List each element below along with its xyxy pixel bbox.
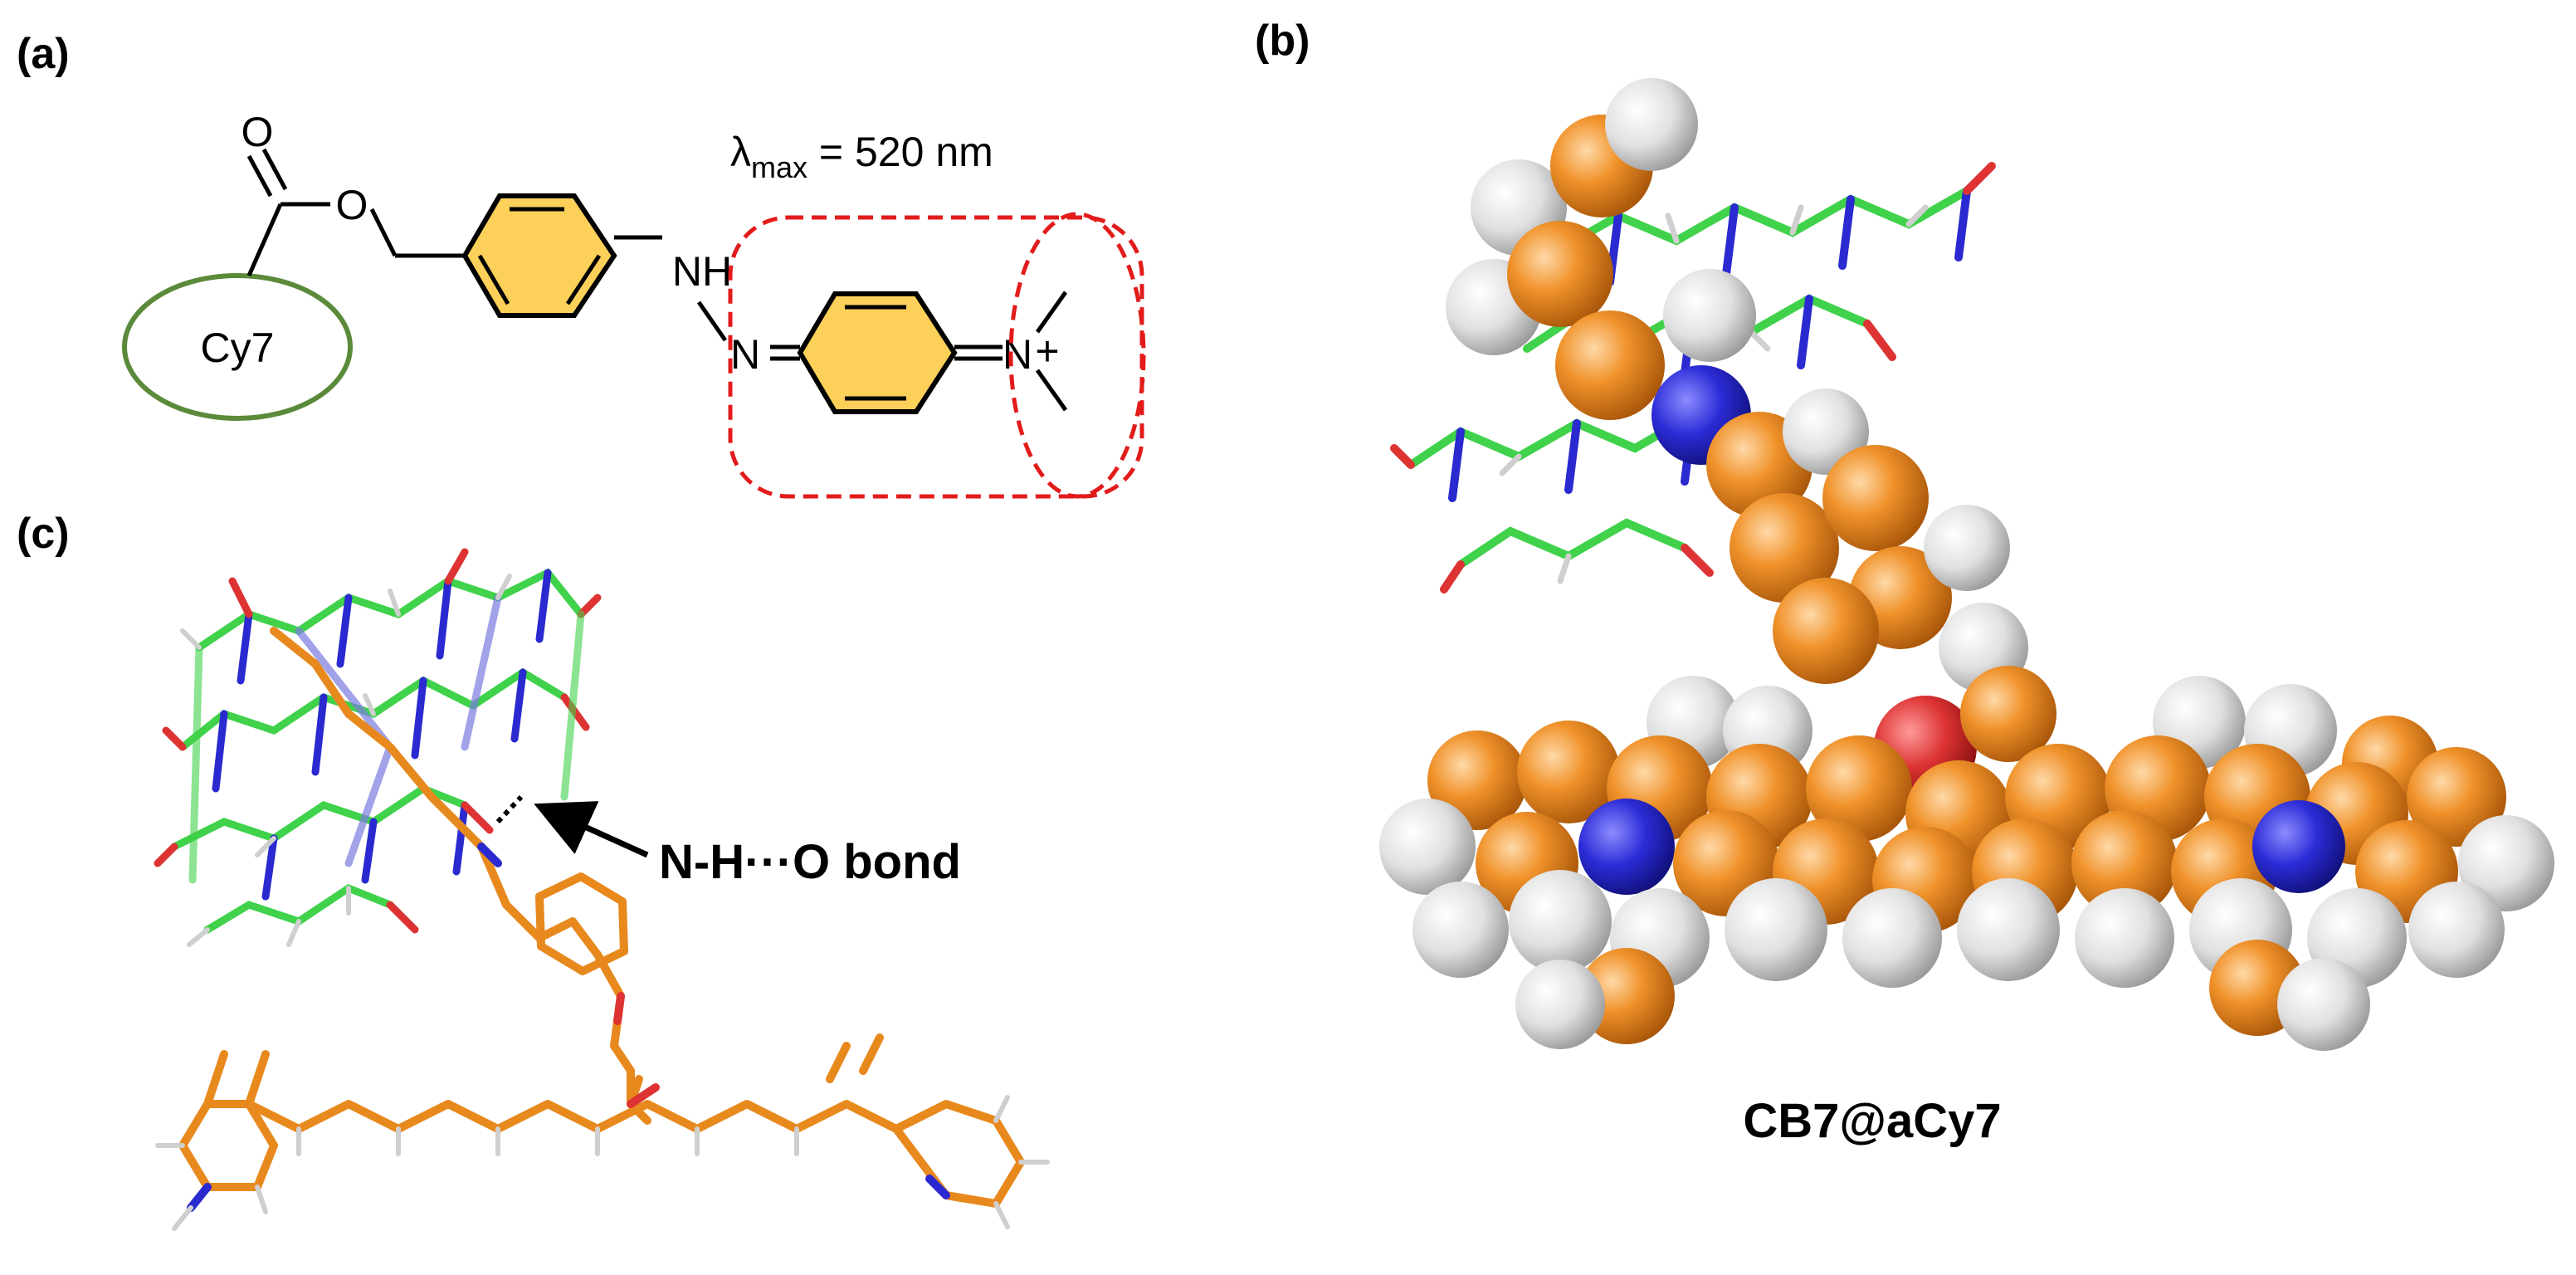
panel-b: (b) — [1255, 17, 2554, 1148]
hbond-arrow — [534, 801, 649, 858]
panel-c-label: (c) — [17, 510, 70, 558]
quinoid-ring — [797, 291, 958, 414]
cy7-ellipse — [122, 273, 353, 421]
atom-o-carbonyl: O — [242, 109, 274, 155]
lambda-max-label: λmax = 520 nm — [730, 129, 993, 184]
acy7-oxygens — [613, 992, 660, 1108]
panel-a: (a) Cy7 O O NH N N + — [17, 30, 1146, 499]
guest-head-spheres — [1446, 78, 2028, 692]
cy7-backbone-spheres — [1379, 666, 2554, 1051]
atom-n-plus: N — [1003, 331, 1032, 378]
hbond-label: N-H···O bond — [659, 835, 961, 889]
hbond-dashes — [495, 794, 524, 824]
complex-name-label: CB7@aCy7 — [1743, 1094, 2001, 1148]
acy7-hydrogens — [155, 1095, 1050, 1231]
panel-b-label: (b) — [1255, 17, 1310, 65]
ester-bonds — [246, 148, 1068, 412]
acy7-nitrogens — [187, 843, 950, 1212]
acy7-stick-model — [178, 627, 1025, 1208]
panel-a-label: (a) — [17, 30, 70, 78]
cb7-hydrogens — [180, 574, 512, 947]
cy7-label: Cy7 — [201, 325, 275, 371]
panel-c: (c) — [17, 510, 1050, 1231]
ammonium-dashed-ellipse — [1008, 212, 1146, 499]
atom-o-ester: O — [336, 182, 368, 228]
atom-nh: NH — [672, 248, 732, 295]
benzene-ring-1 — [461, 193, 617, 318]
charge-plus: + — [1035, 328, 1059, 374]
atom-n-azo: N — [730, 331, 760, 378]
